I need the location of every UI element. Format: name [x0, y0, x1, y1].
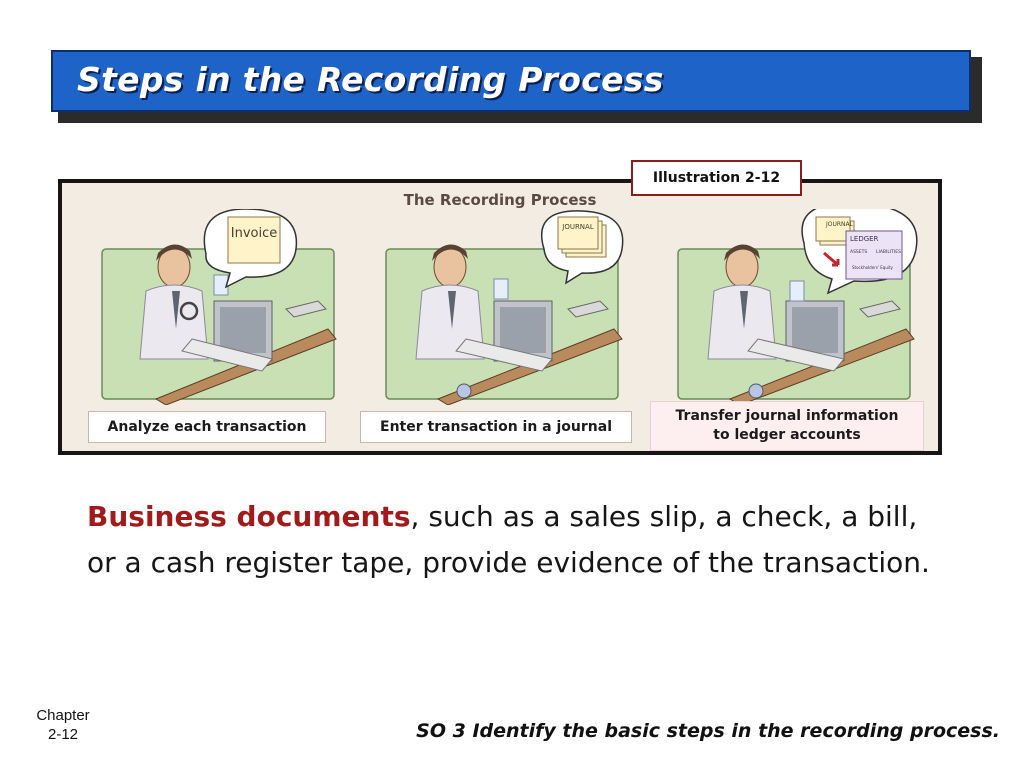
page-number: 2-12 [47, 726, 79, 743]
accountant-scene-2: JOURNAL [385, 210, 624, 405]
recording-process-illustration: The Recording Process Invoice [58, 179, 942, 455]
journal-pages-icon [557, 216, 607, 258]
paragraph-text: , such as a sales slip, a check, a bill,… [87, 500, 930, 579]
invoice-document-icon [227, 216, 281, 264]
chapter-label-block: Chapter 2-12 [26, 706, 100, 744]
invoice-label: Invoice [231, 226, 277, 241]
caption-ledger: Transfer journal information to ledger a… [650, 401, 924, 451]
business-documents-term: Business documents [87, 500, 411, 533]
caption-ledger-line1: Transfer journal information [675, 408, 899, 424]
journal-label-3: JOURNAL [825, 221, 854, 228]
study-objective: SO 3 Identify the basic steps in the rec… [416, 720, 1000, 742]
caption-ledger-line2: to ledger accounts [713, 427, 861, 443]
chapter-label: Chapter [36, 707, 90, 724]
ledger-equity-label: Stockholders' Equity [852, 265, 894, 270]
scene-analyze: Invoice [96, 209, 342, 405]
accountant-scene-1: Invoice [101, 209, 337, 405]
title-bar: Steps in the Recording Process [51, 50, 971, 112]
slide-title: Steps in the Recording Process [77, 60, 664, 99]
business-documents-paragraph: Business documents, such as a sales slip… [87, 494, 937, 586]
illustration-label: Illustration 2-12 [631, 160, 802, 196]
ledger-label: LEDGER [850, 235, 879, 243]
caption-journal: Enter transaction in a journal [360, 411, 632, 443]
scene-ledger: JOURNAL LEDGER ASSETS LIABILITIES Stockh… [674, 209, 920, 405]
scene-journal: JOURNAL [382, 209, 628, 405]
caption-analyze: Analyze each transaction [88, 411, 326, 443]
ledger-transfer-icon [815, 216, 903, 280]
ledger-liabilities-label: LIABILITIES [876, 249, 901, 255]
journal-label: JOURNAL [561, 223, 594, 231]
ledger-assets-label: ASSETS [850, 249, 867, 255]
accountant-scene-3: JOURNAL LEDGER ASSETS LIABILITIES Stockh… [677, 209, 918, 405]
illustration-heading: The Recording Process [403, 191, 597, 209]
